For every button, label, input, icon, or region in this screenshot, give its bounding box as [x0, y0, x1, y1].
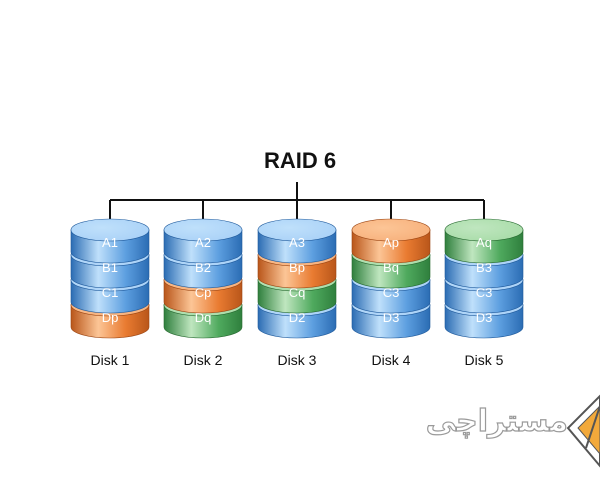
block-label: Bp	[289, 260, 305, 275]
disk-1: Dp C1 B1 A1	[70, 218, 150, 339]
block-top	[351, 218, 431, 242]
block-label: B3	[476, 260, 492, 275]
disk-label-4: Disk 4	[371, 352, 411, 368]
block-label: Dp	[102, 310, 119, 325]
block-label: Dq	[195, 310, 212, 325]
block-label: Cq	[289, 285, 306, 300]
block-label: Ap	[383, 235, 399, 250]
disk-4-block-1: Ap	[351, 218, 431, 264]
block-label: D3	[383, 310, 400, 325]
disk-label-3: Disk 3	[277, 352, 317, 368]
block-label: A3	[289, 235, 305, 250]
disk-5-block-1: Aq	[444, 218, 524, 264]
disk-3-block-1: A3	[257, 218, 337, 264]
disk-1-block-1: A1	[70, 218, 150, 264]
disk-2-block-1: A2	[163, 218, 243, 264]
diagram-title: RAID 6	[263, 148, 337, 173]
block-label: C3	[476, 285, 493, 300]
block-label: A1	[102, 235, 118, 250]
block-label: D2	[289, 310, 306, 325]
disk-4: D3 C3 Bq Ap	[351, 218, 431, 339]
disk-5: D3 C3 B3 Aq	[444, 218, 524, 339]
block-label: Cp	[195, 285, 212, 300]
triangle-logo-icon	[566, 394, 600, 468]
disk-3: D2 Cq Bp A3	[257, 218, 337, 339]
block-top	[163, 218, 243, 242]
disk-label-2: Disk 2	[183, 352, 223, 368]
disk-label-1: Disk 1	[90, 352, 130, 368]
block-top	[70, 218, 150, 242]
disk-2: Dq Cp B2 A2	[163, 218, 243, 339]
block-label: B1	[102, 260, 118, 275]
disk-label-5: Disk 5	[464, 352, 504, 368]
block-label: C1	[102, 285, 119, 300]
block-top	[257, 218, 337, 242]
block-label: B2	[195, 260, 211, 275]
block-label: Bq	[383, 260, 399, 275]
block-label: C3	[383, 285, 400, 300]
block-label: D3	[476, 310, 493, 325]
block-label: A2	[195, 235, 211, 250]
block-top	[444, 218, 524, 242]
watermark-text: مستراچی	[425, 403, 568, 439]
block-label: Aq	[476, 235, 492, 250]
